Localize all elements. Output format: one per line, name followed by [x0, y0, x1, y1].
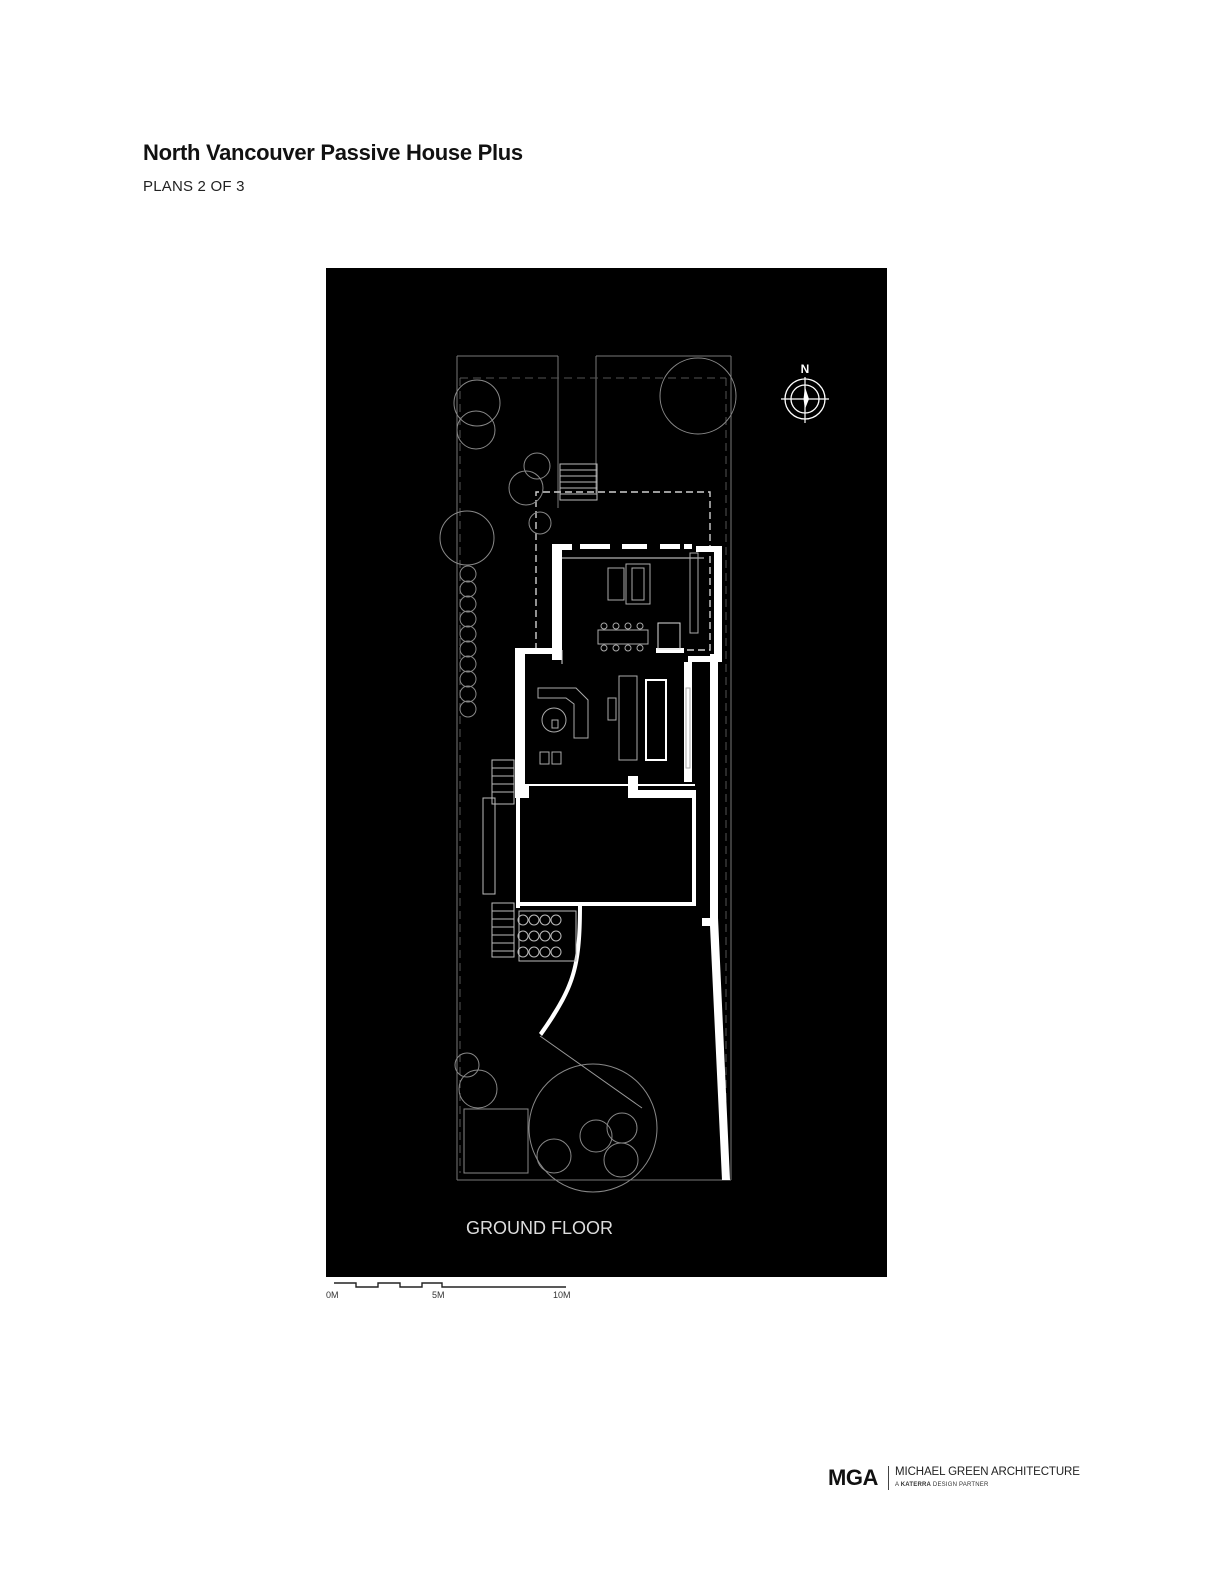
interior-walls [561, 557, 704, 761]
garden-shed [463, 1108, 529, 1174]
side-stairs [482, 759, 515, 958]
logo-divider [888, 1466, 889, 1490]
firm-name: MICHAEL GREEN ARCHITECTURE [895, 1466, 1080, 1478]
trees [439, 357, 737, 1193]
setback-lines [459, 377, 727, 1173]
north-label: N [801, 362, 810, 376]
floor-plan-svg: N GROUND FLOOR [439, 355, 829, 1238]
tagline-suffix: DESIGN PARTNER [932, 1482, 989, 1488]
scale-label-0: 0M [326, 1290, 339, 1300]
tagline-prefix: A [895, 1482, 899, 1488]
property-lines [456, 355, 732, 1181]
firm-tagline: A KATERRA DESIGN PARTNER [895, 1482, 989, 1488]
floor-plan-drawing: N GROUND FLOOR [326, 268, 887, 1277]
scale-label-5: 5M [432, 1290, 445, 1300]
gate-swing [539, 1035, 643, 1109]
logo-mark: MGA [828, 1465, 878, 1490]
furniture [537, 552, 699, 769]
north-arrow-icon [781, 377, 829, 423]
page-subtitle: PLANS 2 OF 3 [143, 178, 245, 195]
rear-stairs [559, 463, 598, 501]
scale-label-10: 10M [553, 1290, 571, 1300]
floor-label: GROUND FLOOR [466, 1218, 613, 1238]
bike-racks [517, 910, 577, 962]
walls [515, 544, 730, 1180]
scale-bar [334, 1282, 566, 1288]
tagline-brand: KATERRA [900, 1482, 932, 1488]
deck-outline [535, 491, 711, 651]
page-title: North Vancouver Passive House Plus [143, 140, 523, 165]
